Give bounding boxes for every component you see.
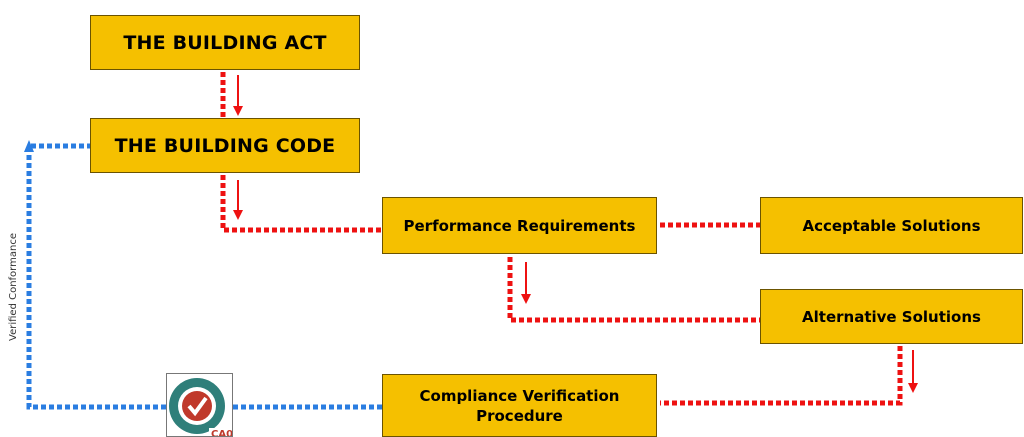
building-code-label: THE BUILDING CODE <box>114 134 336 157</box>
seal-badge-graphic: CA00 <box>169 378 233 437</box>
connector-performance-to-alternative <box>507 257 760 323</box>
compliance-procedure-label: Procedure <box>476 406 563 425</box>
connector-feedback-loop <box>26 143 166 410</box>
arrow-down-icon <box>233 180 243 220</box>
alternative-solutions-box: Alternative Solutions <box>760 289 1023 344</box>
arrow-down-icon <box>233 75 243 116</box>
compliance-verification-box: Compliance Verification Procedure <box>382 374 657 437</box>
acceptable-solutions-box: Acceptable Solutions <box>760 197 1023 254</box>
building-code-box: THE BUILDING CODE <box>90 118 360 173</box>
connector-alternative-to-compliance <box>660 346 903 406</box>
verified-conformance-label: Verified Conformance <box>8 233 19 341</box>
acceptable-solutions-label: Acceptable Solutions <box>802 216 981 235</box>
arrow-down-icon <box>521 262 531 304</box>
arrow-down-icon <box>908 350 918 393</box>
arrow-up-icon <box>24 140 34 152</box>
performance-requirements-box: Performance Requirements <box>382 197 657 254</box>
connector-code-to-performance <box>220 175 382 233</box>
badge-code-text: CA00 <box>211 429 233 437</box>
performance-requirements-label: Performance Requirements <box>403 216 636 235</box>
seal-approved-badge-icon: CA00 <box>166 373 233 437</box>
building-act-label: THE BUILDING ACT <box>123 31 327 54</box>
building-act-box: THE BUILDING ACT <box>90 15 360 70</box>
compliance-verification-label: Compliance Verification <box>419 386 620 405</box>
alternative-solutions-label: Alternative Solutions <box>802 307 981 326</box>
